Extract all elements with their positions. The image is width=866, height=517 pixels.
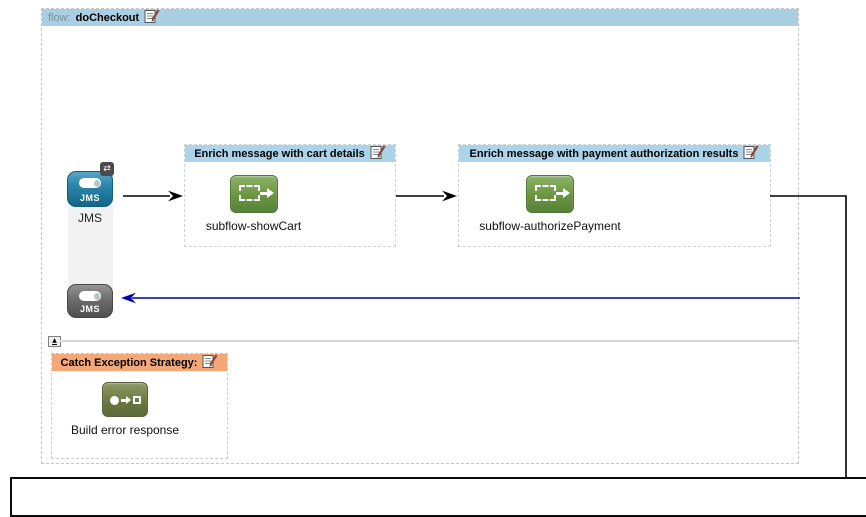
message-transformer-icon[interactable] — [102, 382, 148, 417]
scope-enrich-payment-authorization[interactable]: Enrich message with payment authorizatio… — [458, 144, 771, 247]
bottom-flow-panel[interactable] — [10, 477, 866, 517]
flow-ref-dashed-box — [535, 185, 556, 201]
jms-endpoint-caption: JMS — [78, 211, 102, 225]
jms-cylinder-glyph — [79, 291, 101, 301]
flow-ref-arrow-head — [563, 188, 570, 198]
collapse-exception-strategy-toggle[interactable]: ▲ — [48, 336, 61, 347]
exchange-pattern-badge-icon[interactable]: ⇄ — [100, 162, 114, 176]
scope-header: Enrich message with payment authorizatio… — [459, 145, 770, 162]
catch-exception-strategy-container[interactable]: Catch Exception Strategy: — [51, 353, 228, 459]
flow-name: doCheckout — [75, 11, 140, 24]
component-label: Build error response — [70, 423, 180, 437]
flow-container-docheckout[interactable]: flow: doCheckout JMS ⇄ JMS JMS — [41, 8, 799, 464]
transformer-arrow-head — [126, 396, 131, 404]
exception-strategy-header: Catch Exception Strategy: — [52, 353, 227, 372]
jms-inbound-endpoint-icon[interactable]: JMS — [67, 171, 113, 207]
edit-icon[interactable] — [743, 145, 760, 162]
component-subflow-showcart[interactable]: subflow-showCart — [185, 175, 322, 233]
flow-ref-dashed-box — [238, 185, 260, 201]
flow-ref-arrow-stem — [556, 192, 564, 195]
component-subflow-authorizepayment[interactable]: subflow-authorizePayment — [465, 175, 635, 233]
transformer-arrow-stem — [121, 399, 126, 402]
component-label: subflow-showCart — [205, 219, 302, 233]
flow-header: flow: doCheckout — [42, 8, 798, 27]
flow-ref-arrow-stem — [259, 192, 268, 195]
flow-ref-icon[interactable] — [229, 175, 278, 213]
flow-label-prefix: flow: — [48, 11, 71, 24]
jms-reply-endpoint-icon[interactable]: JMS — [67, 284, 113, 318]
transformer-circle-glyph — [110, 396, 119, 405]
edit-icon[interactable] — [144, 8, 160, 27]
exception-strategy-title: Catch Exception Strategy: — [60, 356, 198, 369]
edit-icon[interactable] — [370, 145, 386, 162]
scope-enrich-cart-details[interactable]: Enrich message with cart details su — [184, 144, 396, 247]
component-build-error-response[interactable]: Build error response — [60, 382, 190, 437]
collapse-icon: ▲ — [52, 337, 57, 345]
edit-icon[interactable] — [202, 353, 219, 372]
jms-reply-icon-label: JMS — [79, 304, 100, 314]
flow-ref-icon[interactable] — [526, 175, 574, 213]
mule-flow-editor-canvas: flow: doCheckout JMS ⇄ JMS JMS — [10, 8, 866, 517]
jms-icon-label: JMS — [79, 193, 100, 203]
transformer-square-glyph — [133, 396, 141, 404]
scope-title: Enrich message with payment authorizatio… — [469, 147, 739, 160]
jms-cylinder-glyph — [79, 178, 101, 188]
scope-title: Enrich message with cart details — [194, 147, 365, 160]
flow-ref-arrow-head — [266, 188, 274, 198]
scope-header: Enrich message with cart details — [185, 145, 395, 162]
component-label: subflow-authorizePayment — [479, 219, 621, 233]
